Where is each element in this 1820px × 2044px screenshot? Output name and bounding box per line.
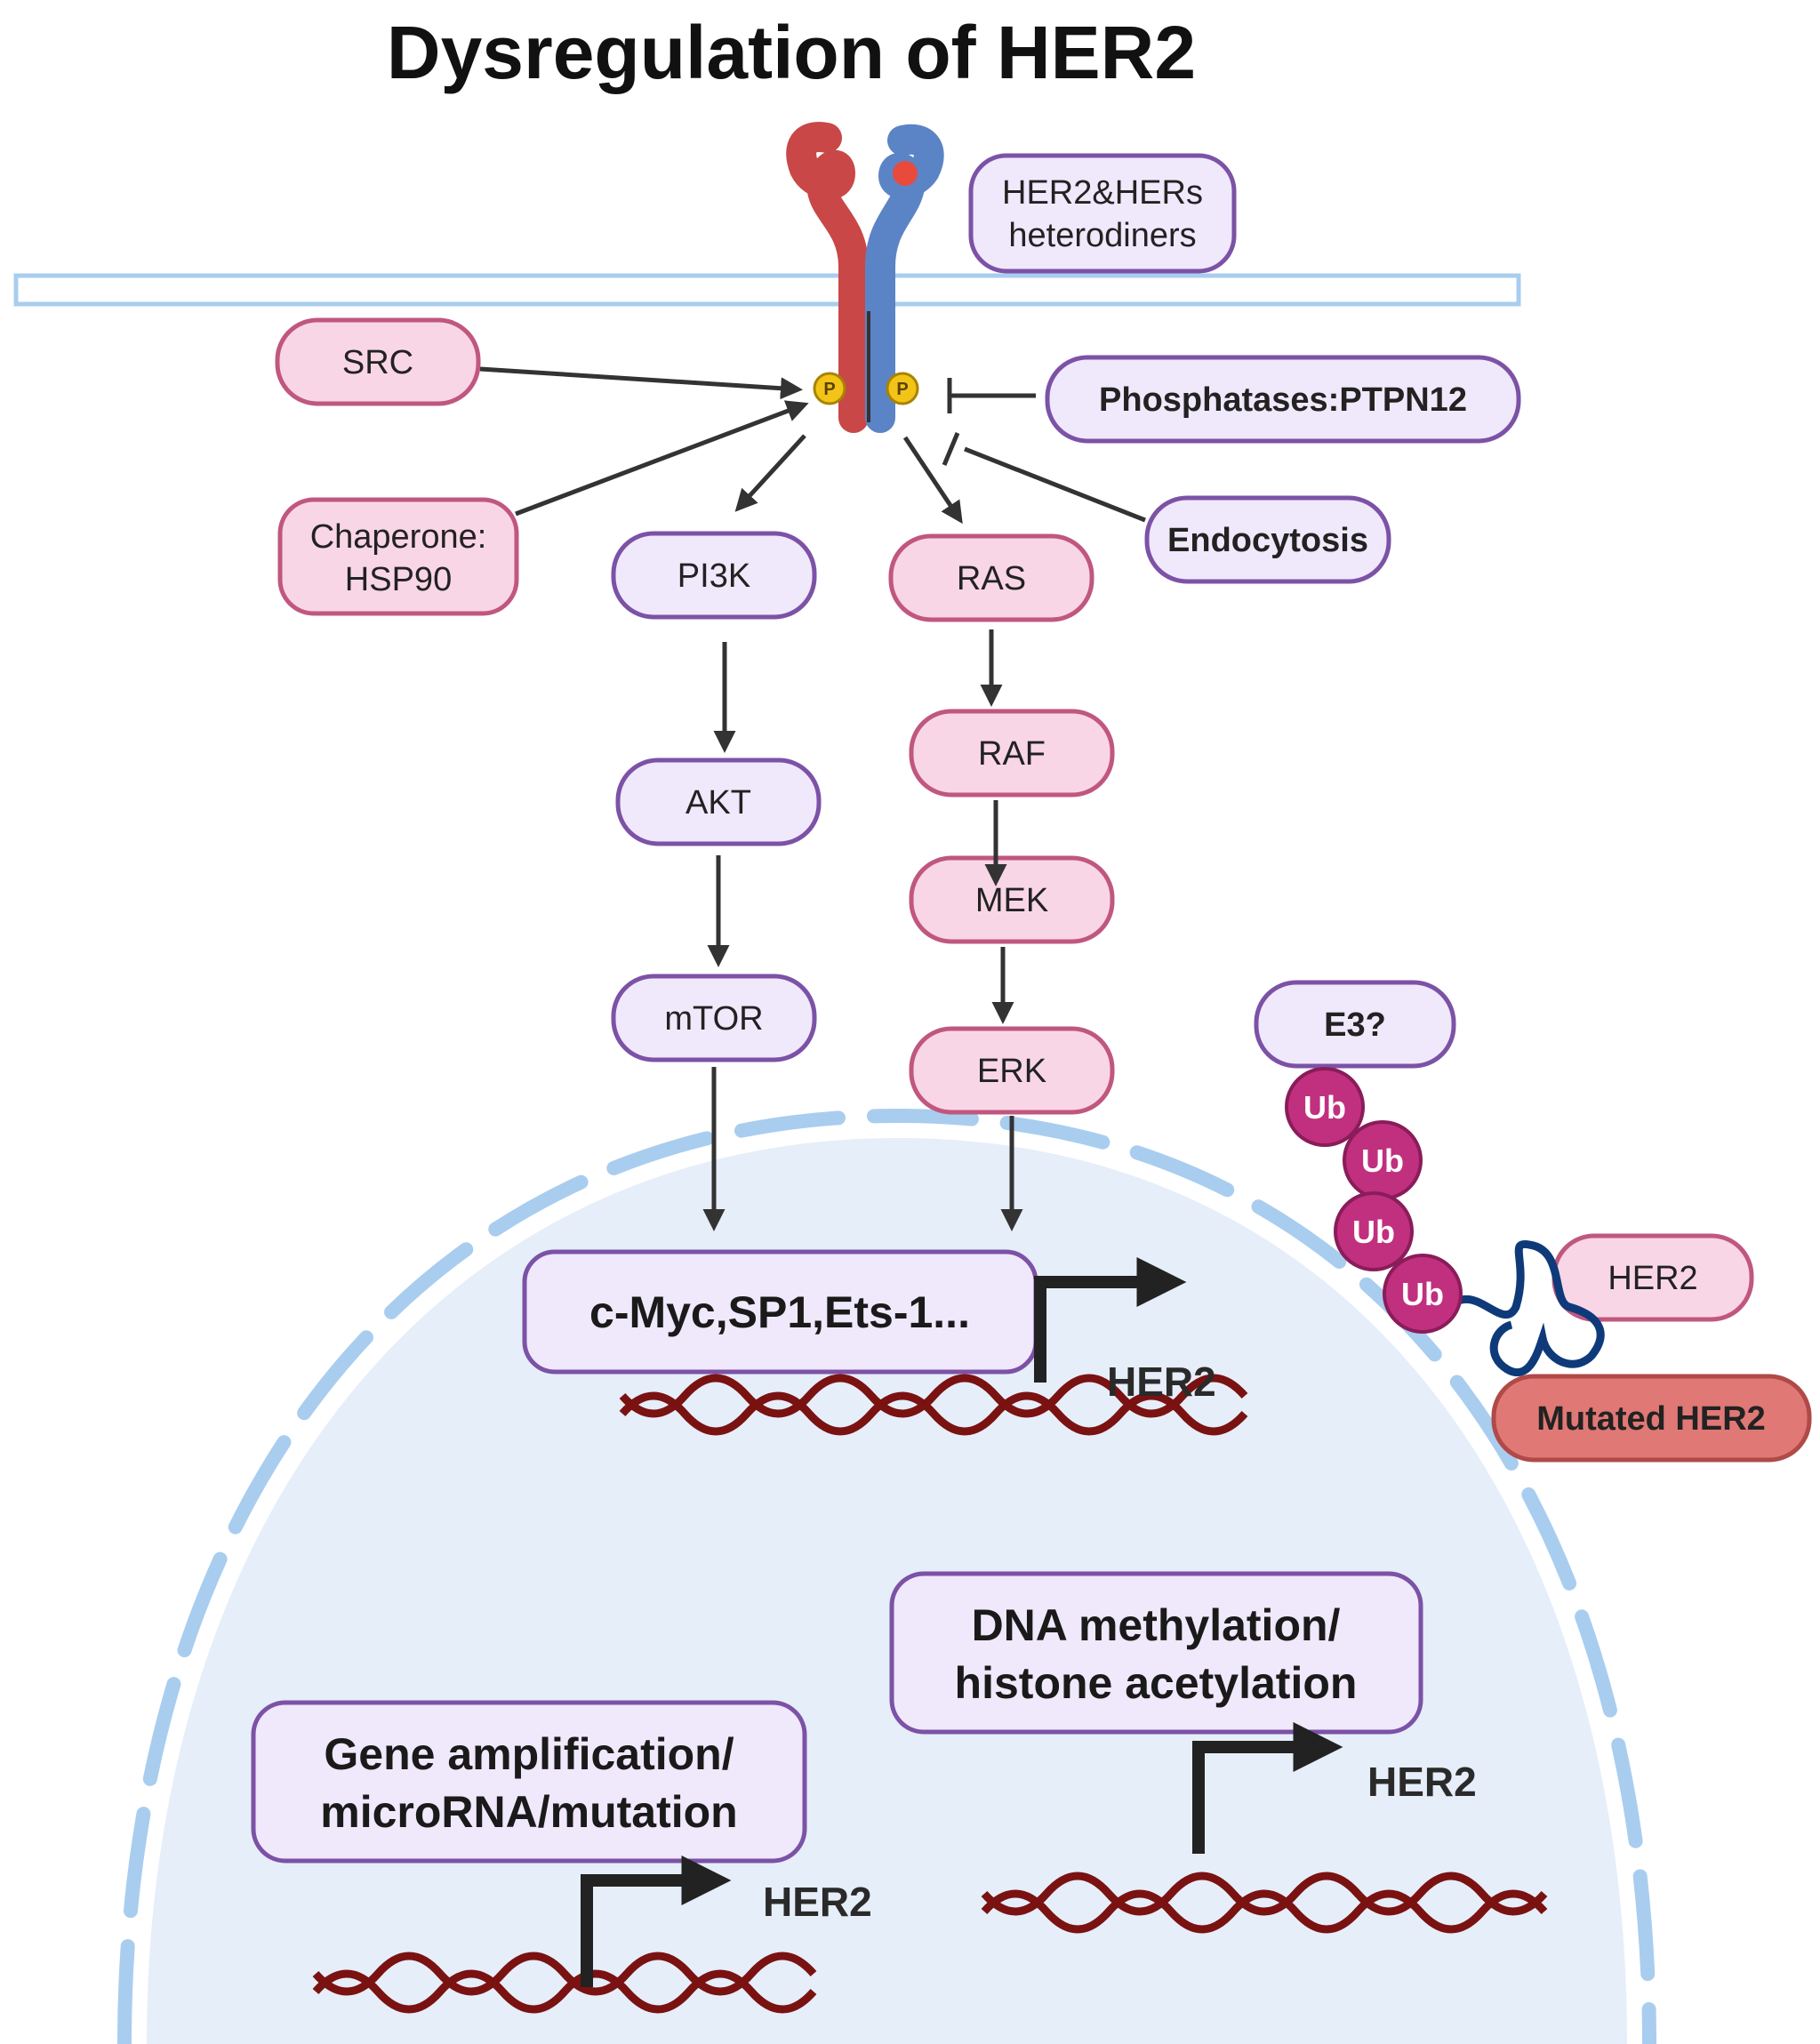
ubiquitin-icon: [1383, 1254, 1463, 1334]
node-src: SRC: [275, 317, 481, 406]
svg-text:SRC: SRC: [342, 344, 413, 381]
node-gene-amplification: Gene amplification/ microRNA/mutation: [251, 1700, 807, 1864]
svg-text:AKT: AKT: [686, 784, 751, 822]
svg-text:HER2&HERs: HER2&HERs: [1002, 174, 1203, 212]
gene-label-bottom-right: HER2: [1367, 1759, 1477, 1805]
svg-text:RAS: RAS: [957, 560, 1026, 597]
svg-text:mTOR: mTOR: [664, 1000, 763, 1038]
svg-text:Chaperone:: Chaperone:: [310, 518, 487, 556]
arrow-receptor-to-pi3k: [734, 434, 806, 512]
arrow-receptor-to-ras: [902, 436, 963, 525]
svg-text:P: P: [896, 380, 908, 399]
svg-text:Phosphatases:PTPN12: Phosphatases:PTPN12: [1099, 381, 1467, 419]
node-ras: RAS: [888, 533, 1094, 622]
node-erk: ERK: [909, 1026, 1115, 1115]
her2-receptor-dimer: P P: [786, 122, 944, 433]
svg-text:RAF: RAF: [978, 735, 1046, 773]
svg-text:DNA methylation/: DNA methylation/: [972, 1600, 1341, 1650]
inhibit-endocytosis: [942, 432, 1146, 523]
arrow-hsp90-to-receptor: [515, 400, 809, 517]
tss-arrow-center: [1034, 1257, 1187, 1383]
svg-text:Mutated HER2: Mutated HER2: [1536, 1400, 1766, 1438]
tss-arrow-bottom-right: [1192, 1722, 1343, 1854]
node-pi3k: PI3K: [611, 531, 817, 620]
svg-text:HSP90: HSP90: [345, 561, 452, 598]
svg-text:Ub: Ub: [1401, 1276, 1444, 1312]
diagram-title: Dysregulation of HER2: [387, 11, 1196, 94]
svg-text:Ub: Ub: [1352, 1214, 1395, 1250]
node-chaperone-hsp90: Chaperone: HSP90: [277, 497, 519, 616]
svg-text:heterodiners: heterodiners: [1008, 217, 1196, 254]
ubiquitin-icon: [1285, 1067, 1365, 1147]
dna-helix-bottom-left: [312, 1952, 817, 2014]
dna-helix-bottom-right: [981, 1872, 1548, 1934]
node-e3-ligase: E3?: [1254, 980, 1456, 1069]
phosphate-left: [813, 372, 846, 405]
svg-text:HER2: HER2: [1608, 1260, 1697, 1297]
node-her2-degradation: HER2: [1551, 1233, 1754, 1322]
tss-arrow-bottom-left: [581, 1856, 732, 1987]
svg-text:Endocytosis: Endocytosis: [1167, 522, 1368, 559]
cell-membrane: [13, 273, 1521, 307]
svg-text:PI3K: PI3K: [677, 557, 750, 595]
node-mutated-her2: Mutated HER2: [1491, 1374, 1812, 1463]
node-transcription-factors: c-Myc,SP1,Ets-1...: [522, 1249, 1038, 1375]
gene-label-center: HER2: [1107, 1359, 1216, 1405]
svg-text:ERK: ERK: [977, 1053, 1046, 1090]
node-akt: AKT: [615, 757, 822, 846]
svg-text:histone acetylation: histone acetylation: [955, 1658, 1358, 1708]
gene-label-bottom-left: HER2: [763, 1879, 872, 1925]
dna-helix-center: [619, 1374, 1248, 1436]
ubiquitin-chain: Ub Ub Ub Ub: [1285, 1067, 1463, 1334]
svg-text:P: P: [823, 380, 835, 399]
svg-text:Gene amplification/: Gene amplification/: [324, 1729, 734, 1779]
ubiquitin-icon: [1334, 1191, 1414, 1271]
phosphate-right: [886, 372, 919, 405]
node-mtor: mTOR: [611, 974, 817, 1062]
svg-text:Ub: Ub: [1303, 1089, 1346, 1126]
inhibit-phosphatases: [947, 378, 1036, 413]
node-raf: RAF: [909, 709, 1115, 798]
heterodimer-label: HER2&HERs heterodiners: [968, 153, 1237, 274]
arrow-src-to-receptor: [479, 366, 803, 400]
node-epigenetic: DNA methylation/ histone acetylation: [889, 1571, 1423, 1735]
svg-text:microRNA/mutation: microRNA/mutation: [320, 1787, 737, 1837]
node-mek: MEK: [909, 855, 1115, 944]
misfolded-protein-icon: [1446, 1239, 1605, 1377]
svg-text:E3?: E3?: [1324, 1006, 1386, 1044]
node-phosphatases-ptpn12: Phosphatases:PTPN12: [1045, 355, 1521, 444]
svg-text:MEK: MEK: [975, 882, 1048, 919]
svg-text:Ub: Ub: [1361, 1142, 1404, 1179]
node-endocytosis: Endocytosis: [1144, 495, 1391, 584]
svg-text:c-Myc,SP1,Ets-1...: c-Myc,SP1,Ets-1...: [589, 1287, 970, 1337]
